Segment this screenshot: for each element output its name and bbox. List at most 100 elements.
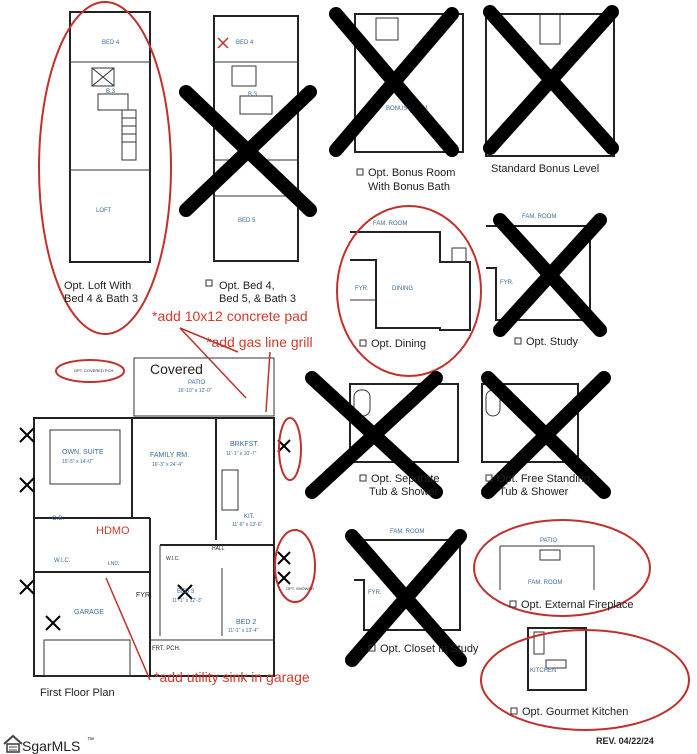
hdmo-label: HDMO: [96, 525, 130, 537]
kit-label: KIT.: [244, 514, 255, 520]
sink-arrow: [105, 577, 151, 681]
fireplace-plan: PATIO FAM. ROOM: [499, 538, 595, 590]
brkfst-label: BRKFST.: [230, 441, 259, 448]
lnd-label: LND.: [108, 561, 119, 567]
opt-bonus-label: Opt. Bonus Room: [368, 167, 455, 179]
bed3-label: BED 3: [177, 589, 195, 595]
opt-sep-tub-checkbox: [359, 474, 367, 482]
bonus-plan: BONUS ROOM: [354, 13, 464, 153]
fireplace-highlight-oval: [473, 519, 651, 617]
foyer-label: FYR.: [136, 592, 152, 599]
opt-study-checkbox: [514, 337, 522, 345]
opt-bonus-label-2: With Bonus Bath: [368, 181, 450, 193]
own-suite-dim: 15'-5" x 14'-0": [62, 459, 93, 465]
wic-label: W.I.C.: [54, 558, 71, 564]
opt-sep-tub-label: Opt. Separate: [371, 473, 440, 485]
opt-gourmet-checkbox: [510, 707, 518, 715]
std-bonus-label: Standard Bonus Level: [491, 163, 599, 175]
revision-date: REV. 04/22/24: [596, 736, 654, 746]
note-gas-line: *add gas line grill: [206, 334, 313, 350]
wic2-label: W.I.C.: [166, 556, 180, 562]
gas-arrow-2: [265, 351, 271, 413]
shower-window-oval: [274, 529, 316, 603]
opt-bed45-label-2: Bed 5, & Bath 3: [219, 293, 296, 305]
opt-bonus-checkbox: [356, 168, 364, 176]
hall-label: HALL: [212, 546, 225, 552]
opt-dining-checkbox: [359, 339, 367, 347]
bed45-bath-label: B.3: [248, 92, 258, 98]
opt-bed45-label: Opt. Bed 4,: [219, 280, 275, 292]
loft-bath-label: B.3: [106, 89, 116, 95]
fire-patio-label: PATIO: [540, 538, 557, 544]
opt-free-tub-label: Opt. Free Standing: [497, 473, 590, 485]
opt-dining-label: Opt. Dining: [371, 338, 426, 350]
first-floor-plan: [19, 357, 291, 677]
bed3-dim: 11'-1" x 12'-3": [172, 598, 203, 604]
ob-label: O.B.: [52, 516, 64, 522]
gas-arrow: [179, 327, 239, 353]
bed45-bed5-label: BED 5: [238, 218, 256, 224]
study-cross-mark: [493, 213, 607, 337]
garage-label: GARAGE: [74, 609, 104, 616]
sep-tub-cross-mark: [305, 371, 443, 499]
covered-porch-oval: [55, 359, 125, 383]
closet-famroom-label: FAM. ROOM: [390, 529, 424, 535]
closet-foyer-label: FYR.: [368, 590, 382, 596]
opt-free-tub-checkbox: [485, 474, 493, 482]
family-room-dim: 16'-3" x 24'-4": [152, 462, 183, 468]
closet-cross-mark: [345, 529, 467, 667]
family-room-label: FAMILY RM.: [150, 452, 189, 459]
loft-bed4-label: BED 4: [102, 40, 120, 46]
concrete-arrow: [179, 327, 247, 399]
note-utility-sink: *add utility sink in garage: [154, 669, 310, 685]
opt-covered-porch-label: OPT. COVERED PCH.: [74, 368, 114, 373]
dining-room-label: DINING: [392, 286, 413, 292]
mls-brand: SgarMLS: [22, 738, 80, 754]
closet-plan: FAM. ROOM FYR.: [354, 529, 461, 631]
opt-fire-checkbox: [509, 600, 517, 608]
std-bonus-cross-mark: [483, 5, 619, 155]
mls-trademark: ™: [87, 737, 94, 744]
std-bonus-plan: [485, 13, 615, 157]
gourmet-plan: KITCHEN: [527, 627, 587, 691]
front-porch-label: FRT. PCH.: [152, 646, 181, 652]
opt-shower-label: OPT. SHOWER: [286, 586, 314, 591]
study-plan: FAM. ROOM FYR.: [486, 214, 591, 321]
opt-sep-tub-label-2: Tub & Shower: [369, 486, 439, 498]
dining-foyer-label: FYR.: [355, 286, 369, 292]
own-suite-label: OWN. SUITE: [62, 449, 104, 456]
note-concrete-pad: *add 10x12 concrete pad: [152, 308, 308, 324]
covered-label: Covered: [150, 361, 203, 377]
brkfst-window-oval: [278, 417, 302, 481]
loft-plan: BED 4 B.3 LOFT: [69, 11, 151, 263]
dining-famroom-label: FAM. ROOM: [373, 221, 407, 227]
gourmet-kitchen-label: KITCHEN: [530, 668, 556, 674]
loft-room-label: LOFT: [96, 208, 112, 214]
bonus-cross-mark: [329, 7, 459, 157]
study-famroom-label: FAM. ROOM: [522, 214, 556, 220]
loft-highlight-oval: [38, 1, 172, 335]
first-floor-title: First Floor Plan: [40, 687, 115, 699]
opt-loft-label: Opt. Loft With: [64, 280, 131, 292]
brkfst-dim: 11'-1" x 10'-7": [226, 451, 257, 457]
study-foyer-label: FYR.: [500, 280, 514, 286]
fire-famroom-label: FAM. ROOM: [528, 580, 562, 586]
opt-free-tub-label-2: Tub & Shower: [499, 486, 569, 498]
patio-label: PATIO: [188, 380, 205, 386]
opt-bed45-checkbox: [205, 279, 213, 287]
mls-logo: [3, 734, 23, 753]
free-tub-cross-mark: [481, 371, 611, 499]
bed2-label: BED 2: [236, 619, 256, 626]
opt-closet-label: Opt. Closet In Study: [380, 643, 479, 655]
opt-loft-label-2: Bed 4 & Bath 3: [64, 293, 138, 305]
opt-gourmet-label: Opt. Gourmet Kitchen: [522, 706, 628, 718]
bonus-room-label: BONUS ROOM: [386, 106, 428, 112]
bed2-dim: 11'-1" x 13'-4": [228, 628, 259, 634]
dining-plan: FAM. ROOM DINING FYR.: [350, 221, 471, 331]
kit-dim: 11'-6" x 13'-6": [232, 522, 263, 528]
bed45-bed4-label: BED 4: [236, 40, 254, 46]
bed45-cross-mark: [179, 85, 317, 217]
dining-highlight-oval: [336, 205, 482, 377]
patio-dim: 16'-10" x 12'-0": [178, 388, 212, 394]
